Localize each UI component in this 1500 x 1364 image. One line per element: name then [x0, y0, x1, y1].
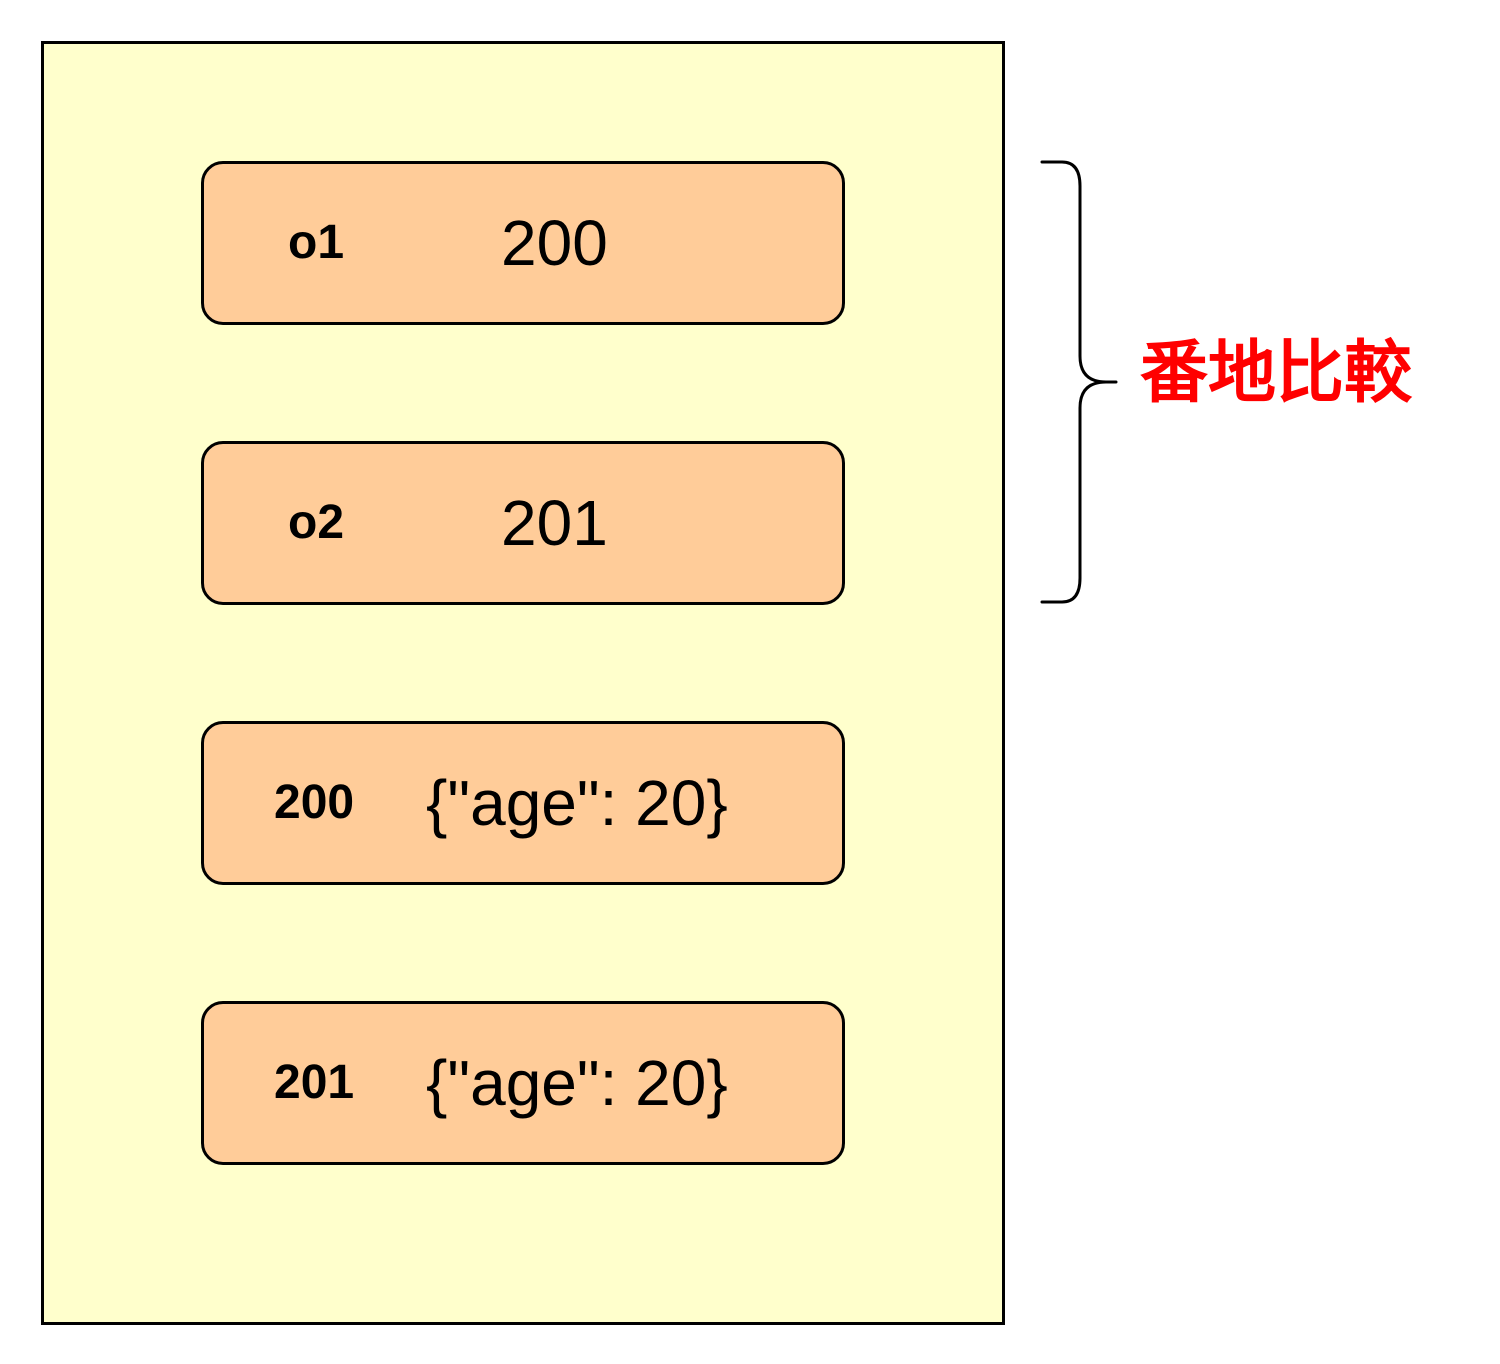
cell-key: o1: [288, 216, 345, 269]
comparison-brace-icon: [1040, 160, 1118, 604]
cell-value: 201: [501, 487, 608, 559]
cell-value: 200: [501, 207, 608, 279]
cell-value: {"age": 20}: [426, 767, 728, 839]
cell-key: o2: [288, 496, 345, 549]
variable-cell-o2: o2 201: [201, 441, 845, 605]
cell-key: 200: [274, 776, 355, 829]
address-comparison-label: 番地比較: [1140, 334, 1413, 413]
object-cell-200: 200 {"age": 20}: [201, 721, 845, 885]
cell-key: 201: [274, 1056, 355, 1109]
cell-value: {"age": 20}: [426, 1047, 728, 1119]
object-cell-201: 201 {"age": 20}: [201, 1001, 845, 1165]
variable-cell-o1: o1 200: [201, 161, 845, 325]
